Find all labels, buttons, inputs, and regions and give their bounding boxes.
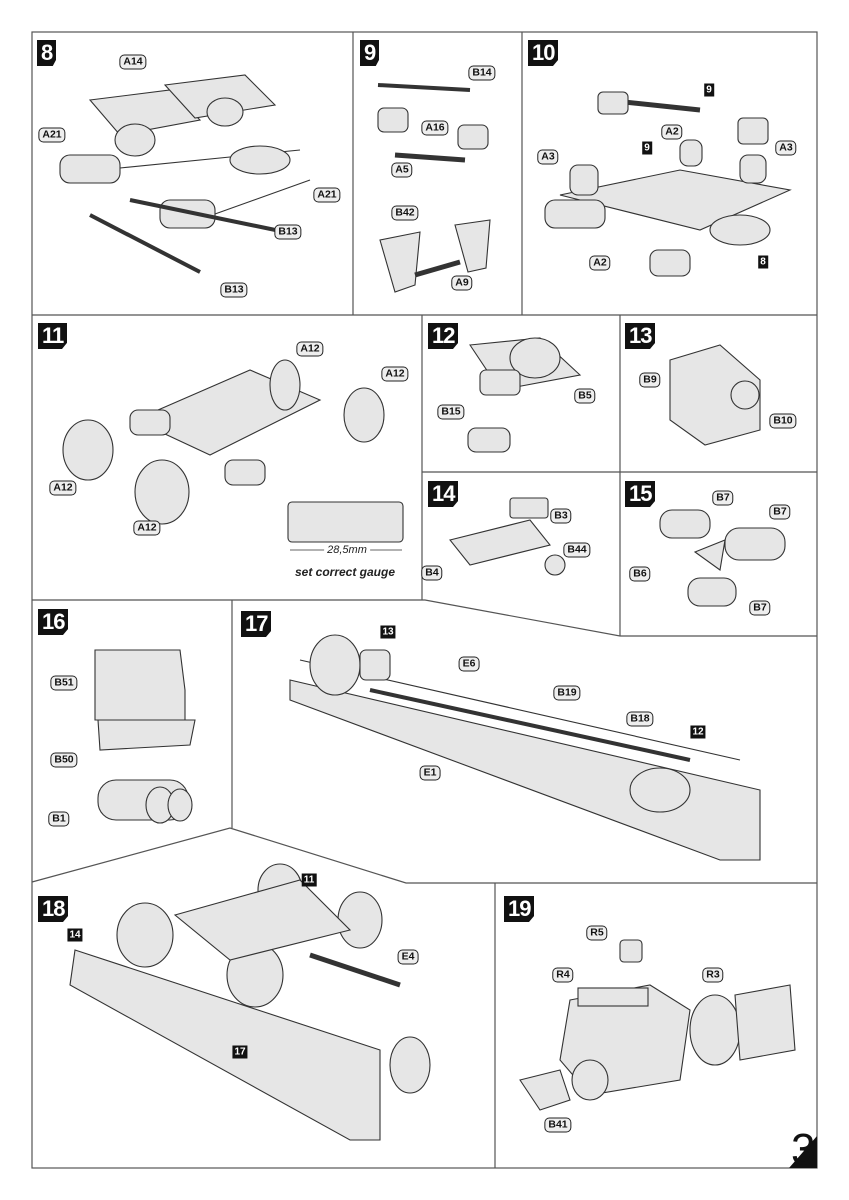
- step-ref: 17: [232, 1045, 248, 1059]
- step-ref: 13: [380, 625, 396, 639]
- part-label: B15: [437, 404, 465, 420]
- step-number-14: 14: [428, 481, 459, 507]
- step-ref: 14: [67, 928, 83, 942]
- part-label: R3: [702, 967, 724, 983]
- gauge-dimension: 28,5mm: [324, 544, 370, 556]
- step-ref: 11: [301, 873, 317, 887]
- part-label: B50: [50, 752, 78, 768]
- part-label: A21: [38, 127, 66, 143]
- step-number-19: 19: [504, 896, 535, 922]
- part-label: B18: [626, 711, 654, 727]
- step-ref: 12: [690, 725, 706, 739]
- step-number-15: 15: [625, 481, 656, 507]
- part-label: E1: [419, 765, 441, 781]
- step-number-17: 17: [241, 611, 272, 637]
- part-label: A14: [119, 54, 147, 70]
- part-label: A3: [537, 149, 559, 165]
- part-label: A21: [313, 187, 341, 203]
- part-label: B13: [220, 282, 248, 298]
- part-label: A12: [296, 341, 324, 357]
- step-number-18: 18: [38, 896, 69, 922]
- part-label: B10: [769, 413, 797, 429]
- step-number-9: 9: [360, 40, 380, 66]
- page-number: 3: [791, 1125, 816, 1174]
- step-number-8: 8: [37, 40, 57, 66]
- part-label: A2: [589, 255, 611, 271]
- part-label: R4: [552, 967, 574, 983]
- part-label: B51: [50, 675, 78, 691]
- part-label: B4: [421, 565, 443, 581]
- part-label: B13: [274, 224, 302, 240]
- part-label: B19: [553, 685, 581, 701]
- step-ref: 8: [758, 255, 768, 269]
- part-label: A5: [391, 162, 413, 178]
- part-label: E4: [397, 949, 419, 965]
- step-number-16: 16: [38, 609, 69, 635]
- part-label: B14: [468, 65, 496, 81]
- part-label: R5: [586, 925, 608, 941]
- part-label: A16: [421, 120, 449, 136]
- part-label: A9: [451, 275, 473, 291]
- gauge-note: set correct gauge: [294, 565, 396, 579]
- part-label: A12: [49, 480, 77, 496]
- part-label: A2: [661, 124, 683, 140]
- part-label: B42: [391, 205, 419, 221]
- part-label: B41: [544, 1117, 572, 1133]
- part-label: A12: [133, 520, 161, 536]
- step-number-13: 13: [625, 323, 656, 349]
- step-ref: 9: [704, 83, 714, 97]
- part-label: A12: [381, 366, 409, 382]
- step-number-11: 11: [38, 323, 68, 349]
- step-number-10: 10: [528, 40, 559, 66]
- part-label: B9: [639, 372, 661, 388]
- part-label: B1: [48, 811, 70, 827]
- part-label: B7: [712, 490, 734, 506]
- part-label: B7: [769, 504, 791, 520]
- part-label: B44: [563, 542, 591, 558]
- step-number-12: 12: [428, 323, 459, 349]
- part-label: A3: [775, 140, 797, 156]
- part-label: B7: [749, 600, 771, 616]
- part-label: B6: [629, 566, 651, 582]
- part-label: B3: [550, 508, 572, 524]
- part-label: E6: [458, 656, 480, 672]
- step-ref: 9: [642, 141, 652, 155]
- part-label: B5: [574, 388, 596, 404]
- part-drawings: [59, 74, 796, 1141]
